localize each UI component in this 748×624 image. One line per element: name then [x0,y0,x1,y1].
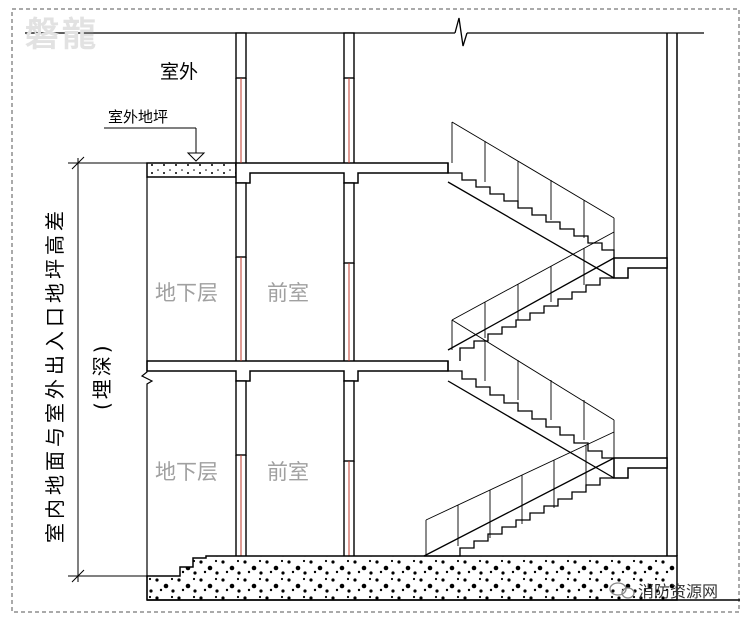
landing-upper [613,257,668,279]
logo-text: 磐龍 [25,15,99,55]
outdoor-ground-leader [104,127,206,162]
label-basement-upper: 地下层 [155,281,218,305]
stair-railing-2 [451,231,615,350]
top-boundary-line [25,17,704,47]
base-foundation [146,555,740,601]
landing-lower [613,457,668,479]
label-anteroom-lower: 前室 [267,460,309,484]
right-wall [666,33,678,556]
dimension-line [68,156,147,583]
stair-railing-1 [451,121,615,258]
floor-slab-middle [146,360,449,382]
label-basement-lower: 地下层 [155,460,218,484]
stair-flight-1 [447,163,615,279]
watermark: 消防资源网 [609,582,718,601]
stair-flight-3 [447,361,615,479]
red-pipe-lines [240,78,350,556]
floor-slab-upper [235,162,449,184]
wall-break-mark [140,361,154,390]
stair-railing-4 [425,431,615,556]
outdoor-ground-slab [146,162,237,178]
stair-flight-2 [447,257,615,361]
stair-flight-4 [423,457,615,557]
label-outdoor: 室外 [160,61,198,83]
label-dimension-sub: (埋深) [90,342,114,410]
label-dimension-main: 室内地面与室外出入口地坪高差 [43,207,67,543]
label-anteroom-upper: 前室 [267,281,309,305]
watermark-text: 消防资源网 [638,582,718,601]
outer-frame [11,8,740,613]
wechat-icon [609,582,635,599]
label-outdoor-ground: 室外地坪 [108,108,168,126]
stair-railing-3 [451,319,615,458]
